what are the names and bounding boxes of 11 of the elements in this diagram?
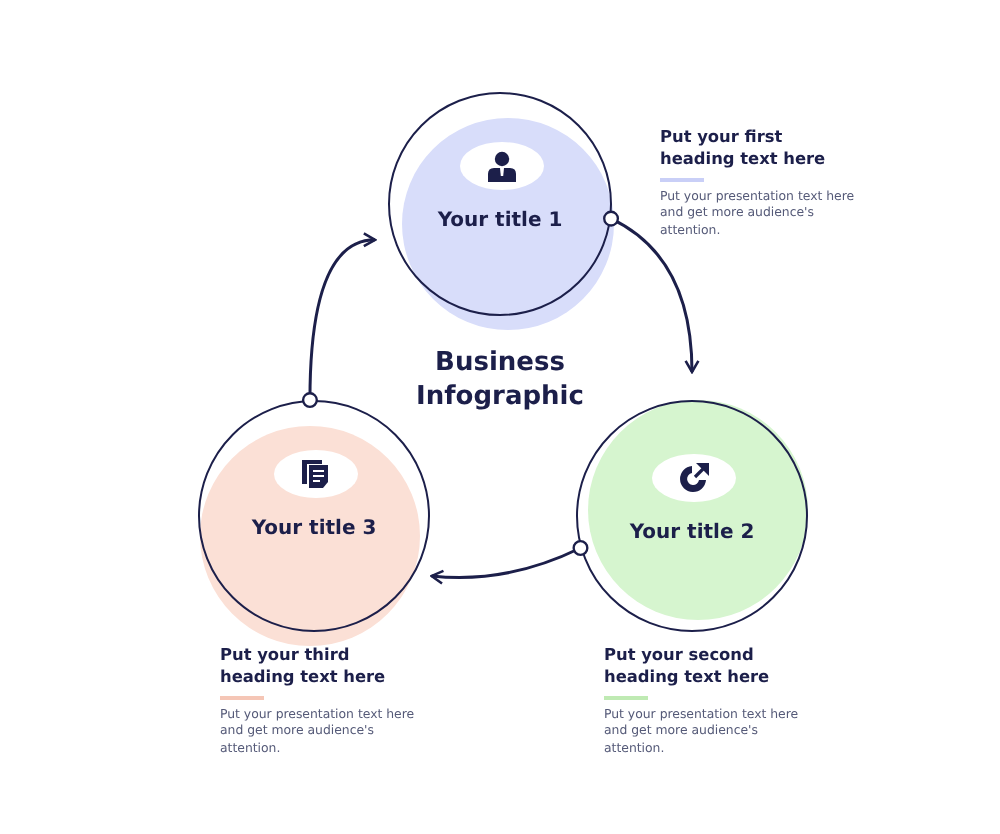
diagram-title: Business Infographic <box>414 346 586 414</box>
circle-title: Your title 3 <box>249 518 379 540</box>
curved-arrow <box>301 233 377 409</box>
step-heading: Put your third heading text here <box>220 644 388 686</box>
circle-node <box>388 92 612 316</box>
step-heading: Put your second heading text here <box>604 644 772 686</box>
curved-arrow <box>430 539 589 585</box>
step-heading: Put your first heading text here <box>660 126 828 168</box>
curved-arrow <box>603 210 700 374</box>
circle-title: Your title 2 <box>627 522 757 544</box>
circle-title: Your title 1 <box>435 210 565 232</box>
